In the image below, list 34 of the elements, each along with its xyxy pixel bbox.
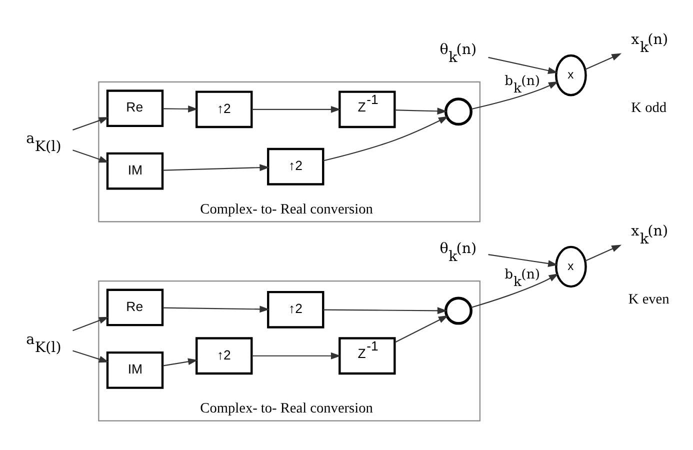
node-box: Re: [106, 89, 164, 127]
arrow: [323, 116, 448, 161]
arrow: [162, 164, 270, 171]
arrow: [471, 80, 558, 110]
arrow: [584, 244, 622, 261]
node-box: ↑2: [267, 290, 324, 328]
arrow: [252, 352, 341, 359]
arrow: [72, 316, 109, 331]
node-box: IM: [106, 152, 164, 190]
node-circle: [444, 97, 472, 126]
node-box: Re: [106, 288, 164, 326]
arrow: [323, 306, 448, 314]
arrow: [162, 305, 270, 312]
node-box: ↑2: [196, 90, 253, 128]
arrow: [162, 105, 198, 112]
arrow: [488, 56, 558, 74]
arrow: [162, 358, 198, 366]
node-box: ↑2: [267, 147, 324, 185]
label: K even: [628, 291, 670, 308]
arrow: [488, 254, 558, 266]
label: K odd: [631, 100, 667, 116]
node-circle: [444, 296, 472, 324]
node-box: IM: [106, 350, 164, 388]
arrow: [584, 52, 622, 70]
arrow: [394, 314, 448, 342]
arrow: [394, 107, 448, 114]
arrow: [72, 350, 109, 362]
node-ellipse: x: [555, 54, 587, 96]
node-ellipse: x: [555, 245, 587, 288]
arrow: [252, 105, 341, 112]
arrow: [72, 116, 109, 130]
arrow: [471, 273, 559, 308]
node-box: ↑2: [196, 336, 253, 374]
arrow: [72, 149, 109, 162]
